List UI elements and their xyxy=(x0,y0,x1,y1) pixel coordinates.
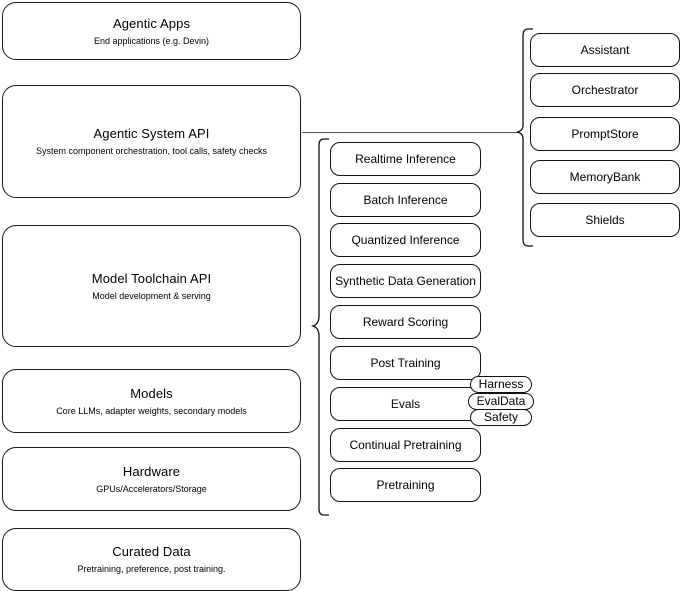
item-quantized-inference[interactable]: Quantized Inference xyxy=(330,223,481,257)
layer-title: Agentic Apps xyxy=(112,15,191,31)
item-memorybank[interactable]: MemoryBank xyxy=(530,160,680,194)
layer-title: Model Toolchain API xyxy=(91,270,212,286)
badge-safety[interactable]: Safety xyxy=(470,409,532,426)
badge-label: EvalData xyxy=(476,394,526,408)
layer-description: Model development & serving xyxy=(92,290,211,301)
layer-description: System component orchestration, tool cal… xyxy=(35,146,268,156)
layer-title: Curated Data xyxy=(112,544,191,559)
layer-description: GPUs/Accelerators/Storage xyxy=(96,483,207,494)
item-batch-inference[interactable]: Batch Inference xyxy=(330,183,481,217)
layer-box-agentic-system-api[interactable]: Agentic System API System component orch… xyxy=(2,85,301,198)
layer-title: Hardware xyxy=(122,463,181,479)
item-label: MemoryBank xyxy=(569,170,641,184)
item-label: PromptStore xyxy=(571,127,639,141)
item-orchestrator[interactable]: Orchestrator xyxy=(530,73,680,107)
item-label: Batch Inference xyxy=(363,193,448,207)
item-realtime-inference[interactable]: Realtime Inference xyxy=(330,142,481,176)
item-pretraining[interactable]: Pretraining xyxy=(330,468,481,502)
item-label: Synthetic Data Generation xyxy=(335,274,476,288)
layer-description: Pretraining, preference, post training. xyxy=(77,564,226,574)
item-label: Quantized Inference xyxy=(351,233,460,247)
layer-description: End applications (e.g. Devin) xyxy=(93,35,210,46)
item-reward-scoring[interactable]: Reward Scoring xyxy=(330,305,481,339)
brace-model-toolchain-capabilities xyxy=(308,138,330,518)
layer-box-model-toolchain-api[interactable]: Model Toolchain API Model development & … xyxy=(2,225,301,347)
item-continual-pretraining[interactable]: Continual Pretraining xyxy=(330,428,481,462)
connector-agentic-system-api-to-components xyxy=(302,132,518,133)
item-label: Reward Scoring xyxy=(362,315,449,329)
layer-box-hardware[interactable]: Hardware GPUs/Accelerators/Storage xyxy=(2,447,301,511)
item-label: Pretraining xyxy=(376,478,435,492)
layer-description: Core LLMs, adapter weights, secondary mo… xyxy=(56,405,247,416)
item-label: Evals xyxy=(390,397,421,411)
layer-box-curated-data[interactable]: Curated Data Pretraining, preference, po… xyxy=(2,528,301,591)
item-label: Continual Pretraining xyxy=(349,438,462,452)
item-synthetic-data-generation[interactable]: Synthetic Data Generation xyxy=(330,264,481,298)
item-label: Assistant xyxy=(580,43,630,57)
item-shields[interactable]: Shields xyxy=(530,203,680,237)
badge-evaldata[interactable]: EvalData xyxy=(468,393,534,410)
item-label: Realtime Inference xyxy=(355,152,456,166)
item-label: Post Training xyxy=(370,356,441,370)
item-evals[interactable]: Evals xyxy=(330,387,481,421)
badge-label: Harness xyxy=(478,377,524,391)
layer-box-models[interactable]: Models Core LLMs, adapter weights, secon… xyxy=(2,369,301,433)
badge-harness[interactable]: Harness xyxy=(470,376,532,393)
badge-label: Safety xyxy=(483,410,519,424)
item-label: Shields xyxy=(585,213,625,227)
layer-box-agentic-apps[interactable]: Agentic Apps End applications (e.g. Devi… xyxy=(2,2,301,60)
layer-title: Models xyxy=(130,385,173,401)
item-assistant[interactable]: Assistant xyxy=(530,33,680,67)
item-promptstore[interactable]: PromptStore xyxy=(530,117,680,151)
layer-title: Agentic System API xyxy=(93,126,210,141)
item-post-training[interactable]: Post Training xyxy=(330,346,481,380)
item-label: Orchestrator xyxy=(571,83,639,97)
